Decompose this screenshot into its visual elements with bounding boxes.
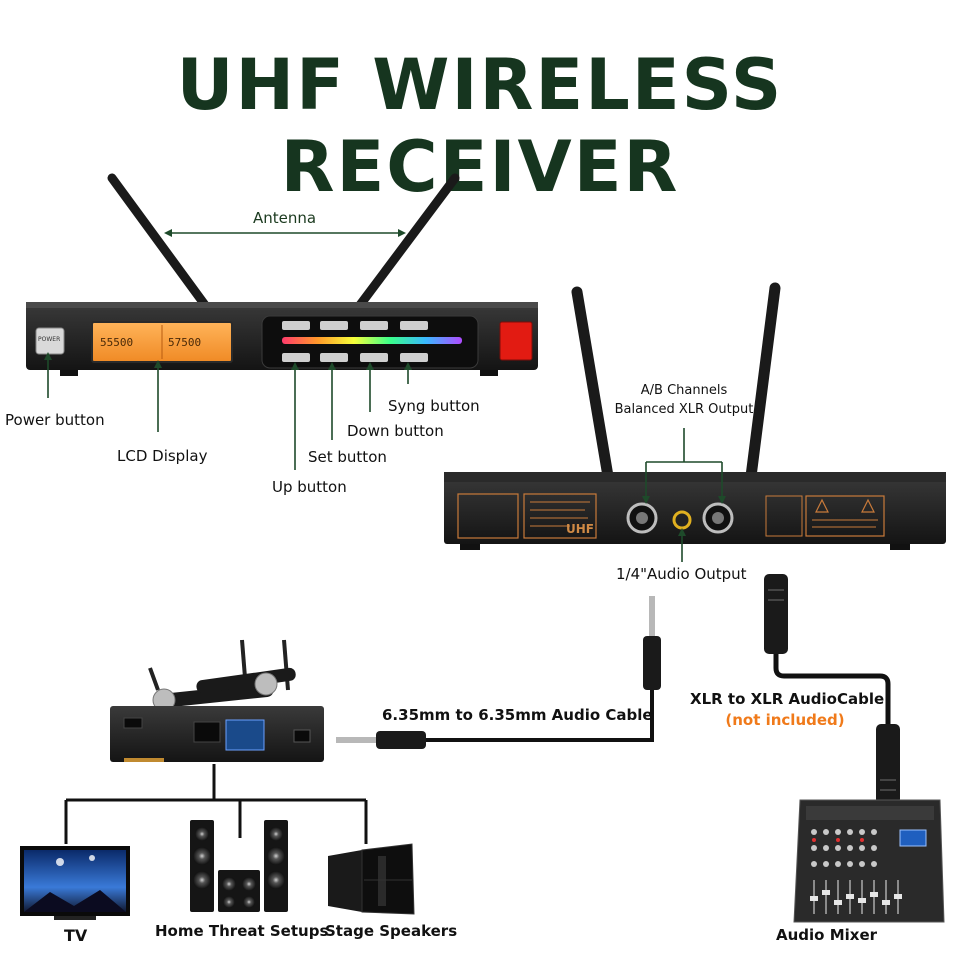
jack-plug-left-icon (376, 731, 426, 749)
xlr-plug-bottom-icon (876, 724, 900, 804)
up-key-icon (282, 353, 310, 362)
lcd-readout-a: 55500 (100, 336, 134, 349)
up-button-label: Up button (272, 478, 347, 496)
front-receiver (26, 173, 538, 376)
lcd-readout-b: 57500 (168, 336, 202, 349)
top-key-2 (320, 321, 348, 330)
antenna-label: Antenna (253, 209, 317, 227)
output-distribution-lines (64, 764, 368, 844)
audio-mixer-label: Audio Mixer (776, 926, 878, 944)
audio-output-callout (678, 528, 686, 562)
microphone-1-icon (164, 682, 274, 708)
antenna-callout (164, 229, 406, 237)
top-key-3 (360, 321, 388, 330)
power-indicator (499, 321, 533, 361)
power-button-label: Power button (5, 411, 105, 429)
mic-grille-2-icon (254, 672, 278, 696)
rear-antenna-right-icon (742, 282, 781, 506)
page-title: UHF WIRELESS RECEIVER (176, 44, 784, 208)
down-key-icon (360, 353, 388, 362)
xlr-output-label-line2: Balanced XLR Output (614, 402, 754, 417)
down-button-label: Down button (347, 422, 444, 440)
power-button-icon (35, 327, 65, 355)
stage-speakers-label: Stage Speakers (325, 922, 458, 940)
audio-output-label: 1/4"Audio Output (616, 565, 747, 583)
stage-speakers-icon (328, 843, 415, 915)
tv-icon (20, 846, 130, 920)
karaoke-amplifier (110, 639, 324, 762)
xlr-cable (764, 574, 900, 804)
home-theater-icon (190, 820, 288, 912)
antenna-right-icon (355, 173, 460, 310)
jack-cable-label: 6.35mm to 6.35mm Audio Cable (382, 706, 653, 724)
tv-label: TV (64, 926, 88, 945)
xlr-plug-top-icon (764, 574, 788, 654)
sync-key-icon (400, 353, 428, 362)
rear-receiver (444, 282, 946, 550)
led-strip (282, 337, 462, 344)
lcd-display-label: LCD Display (117, 447, 208, 465)
sync-button-label: Syng button (388, 397, 480, 415)
quarter-inch-jack-icon (672, 510, 692, 530)
amplifier-screen (225, 719, 265, 751)
top-key-1 (282, 321, 310, 330)
set-button-label: Set button (308, 448, 387, 466)
antenna-left-icon (107, 173, 210, 310)
power-key-text: POWER (38, 336, 61, 343)
xlr-output-label-line1: A/B Channels (640, 383, 728, 398)
jack-plug-top-icon (643, 636, 661, 690)
rear-antenna-left-icon (571, 286, 618, 506)
set-key-icon (320, 353, 348, 362)
xlr-cable-label: XLR to XLR AudioCable (690, 690, 885, 708)
rear-brand-mark: UHF (566, 522, 594, 536)
xlr-output-callout (642, 428, 726, 504)
jack-cable (336, 596, 661, 749)
home-theater-label: Home Threat Setups (155, 922, 329, 940)
audio-mixer-icon (793, 799, 945, 923)
xlr-cable-note: (not included) (725, 711, 845, 729)
rear-receiver-body (444, 472, 946, 544)
top-key-4 (400, 321, 428, 330)
